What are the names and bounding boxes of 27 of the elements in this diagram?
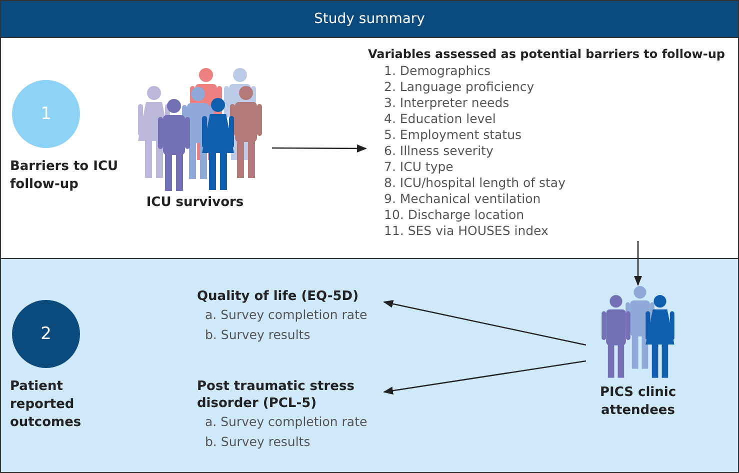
list-item: 5. Employment status bbox=[383, 127, 522, 143]
list-item: 3. Interpreter needs bbox=[383, 95, 510, 111]
title: Study summary bbox=[0, 0, 739, 38]
node-label: PICS clinic attendees bbox=[598, 384, 678, 420]
arrow bbox=[383, 300, 586, 346]
list-item: 2. Language proficiency bbox=[383, 79, 536, 95]
list-item: 1. Demographics bbox=[383, 63, 492, 79]
list-item: b. Survey results bbox=[204, 326, 312, 344]
list-heading: Variables assessed as potential barriers to follow-up bbox=[368, 46, 726, 63]
list-item: 8. ICU/hospital length of stay bbox=[383, 175, 566, 191]
step-label: Patient reported outcomes bbox=[10, 378, 82, 432]
list-item: 11. SES via HOUSES index bbox=[383, 223, 550, 239]
outcome-heading: Quality of life (EQ-5D) bbox=[197, 288, 360, 305]
arrow bbox=[634, 241, 642, 286]
arrow bbox=[272, 144, 367, 152]
arrow bbox=[383, 360, 586, 395]
list-item: 4. Education level bbox=[383, 111, 497, 127]
list-item: a. Survey completion rate bbox=[204, 306, 368, 324]
outcome-heading: Post traumatic stress disorder (PCL-5) bbox=[197, 378, 356, 412]
step-label: Barriers to ICU follow-up bbox=[10, 158, 120, 194]
list-item: b. Survey results bbox=[204, 433, 312, 451]
list-item: 6. Illness severity bbox=[383, 143, 494, 159]
list-item: 7. ICU type bbox=[383, 159, 454, 175]
list-item: 9. Mechanical ventilation bbox=[383, 191, 542, 207]
node-label: ICU survivors bbox=[145, 194, 245, 212]
list-item: 10. Discharge location bbox=[383, 207, 526, 223]
list-item: a. Survey completion rate bbox=[204, 413, 368, 431]
